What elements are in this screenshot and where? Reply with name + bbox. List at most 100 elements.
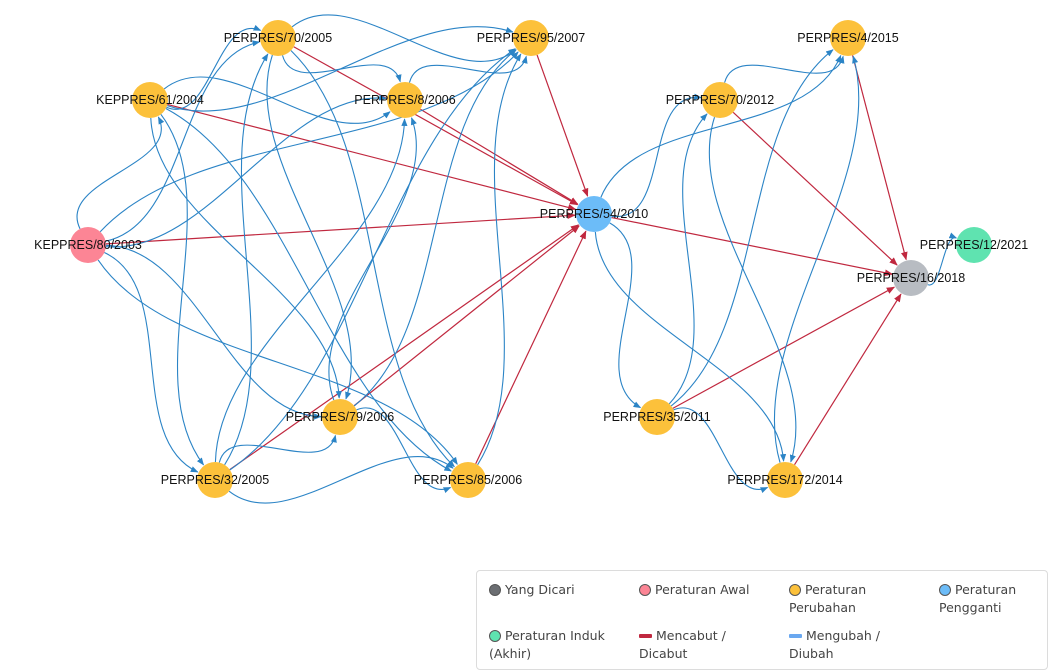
peraturan-awal-swatch	[639, 584, 651, 596]
legend-peraturan-awal-label: Peraturan Awal	[655, 582, 750, 597]
node-circle[interactable]	[450, 462, 486, 498]
peraturan-perubahan-swatch	[789, 584, 801, 596]
mengubah-edge-p79_2006-p85_2006	[356, 407, 452, 494]
node-k61_2004[interactable]: KEPPRES/61/2004	[96, 82, 204, 118]
peraturan-induk-swatch	[489, 630, 501, 642]
mencabut-edge-p172_2014-p16_2018	[794, 293, 902, 466]
node-label: PERPRES/35/2011	[603, 410, 711, 424]
node-circle[interactable]	[387, 82, 423, 118]
mengubah-edge-p70_2005-p8_2006	[281, 55, 402, 83]
mencabut-edge-p32_2005-p54_2010	[229, 224, 580, 471]
legend-peraturan-pengganti-text: Peraturan Pengganti	[939, 581, 1017, 617]
node-p35_2011[interactable]: PERPRES/35/2011	[603, 399, 711, 435]
legend-mencabut-text: Mencabut / Dicabut	[639, 627, 726, 663]
mengubah-edge-k61_2004-p70_2005	[166, 24, 262, 110]
mengubah-edge-k80_2003-k61_2004	[76, 116, 165, 230]
node-p16_2018[interactable]: PERPRES/16/2018	[857, 260, 965, 296]
mencabut-edge-p95_2007-p54_2010	[536, 54, 589, 197]
node-circle[interactable]	[830, 20, 866, 56]
mencabut-edge-p70_2012-p16_2018	[732, 111, 898, 266]
legend-peraturan-perubahan-line1: Peraturan	[805, 582, 867, 597]
node-p4_2015[interactable]: PERPRES/4/2015	[797, 20, 899, 56]
node-p79_2006[interactable]: PERPRES/79/2006	[286, 399, 394, 435]
mengubah-edge-k61_2004-p32_2005	[160, 114, 204, 466]
node-label: KEPPRES/61/2004	[96, 93, 204, 107]
mengubah-edge-p8_2006-p95_2007	[408, 55, 528, 83]
mengubah-edge-p70_2005-p95_2007	[291, 14, 517, 62]
legend-yang-dicari-label: Yang Dicari	[505, 582, 575, 597]
node-circle[interactable]	[702, 82, 738, 118]
mencabut-edge-p8_2006-p54_2010	[420, 108, 579, 205]
node-circle[interactable]	[70, 227, 106, 263]
node-label: PERPRES/70/2012	[666, 93, 774, 107]
node-circle[interactable]	[576, 196, 612, 232]
node-label: PERPRES/95/2007	[477, 31, 585, 45]
legend-mengubah-text: Mengubah / Diubah	[789, 627, 880, 663]
node-k80_2003[interactable]: KEPPRES/80/2003	[34, 227, 142, 263]
legend-mengubah-line1: Mengubah /	[806, 628, 880, 643]
legend-peraturan-perubahan: Peraturan Perubahan	[789, 581, 866, 617]
legend-peraturan-pengganti-line1: Peraturan	[955, 582, 1017, 597]
mengubah-edge-p79_2006-p8_2006	[328, 117, 417, 401]
node-circle[interactable]	[767, 462, 803, 498]
mencabut-edge-p4_2015-p16_2018	[851, 55, 908, 261]
node-circle[interactable]	[639, 399, 675, 435]
node-circle[interactable]	[197, 462, 233, 498]
peraturan-pengganti-swatch	[939, 584, 951, 596]
legend-mengubah: Mengubah / Diubah	[789, 627, 880, 663]
mengubah-edge-k80_2003-p79_2006	[105, 244, 322, 420]
regulation-graph[interactable]: KEPPRES/80/2003 KEPPRES/61/2004 PERPRES/70…	[0, 0, 1049, 560]
node-label: PERPRES/8/2006	[354, 93, 455, 107]
node-circle[interactable]	[322, 399, 358, 435]
node-label: PERPRES/70/2005	[224, 31, 332, 45]
legend-peraturan-perubahan-line2: Perubahan	[789, 600, 856, 615]
node-p95_2007[interactable]: PERPRES/95/2007	[477, 20, 585, 56]
node-p172_2014[interactable]: PERPRES/172/2014	[727, 462, 843, 498]
mengubah-edge-p70_2012-p172_2014	[708, 116, 797, 463]
node-p12_2021[interactable]: PERPRES/12/2021	[920, 227, 1028, 263]
node-p54_2010[interactable]: PERPRES/54/2010	[540, 196, 648, 232]
node-p70_2012[interactable]: PERPRES/70/2012	[666, 82, 774, 118]
legend-yang-dicari: Yang Dicari	[489, 581, 575, 599]
mengubah-edge-k80_2003-p8_2006	[105, 94, 387, 248]
node-label: PERPRES/4/2015	[797, 31, 898, 45]
node-p8_2006[interactable]: PERPRES/8/2006	[354, 82, 456, 118]
mencabut-edge-k61_2004-p54_2010	[167, 103, 577, 211]
node-p32_2005[interactable]: PERPRES/32/2005	[161, 462, 269, 498]
node-circle[interactable]	[513, 20, 549, 56]
legend-peraturan-awal: Peraturan Awal	[639, 581, 750, 599]
legend-peraturan-induk-line2: (Akhir)	[489, 646, 532, 661]
mengubah-edge-k61_2004-p85_2006	[165, 107, 452, 472]
node-label: KEPPRES/80/2003	[34, 238, 142, 252]
node-label: PERPRES/54/2010	[540, 207, 648, 221]
mengubah-edge-p79_2006-p95_2007	[353, 49, 517, 407]
mengubah-edge-p16_2018-p12_2021	[927, 232, 958, 286]
node-label: PERPRES/79/2006	[286, 410, 394, 424]
mengubah-edge-p32_2005-p85_2006	[228, 456, 454, 504]
legend-mencabut: Mencabut / Dicabut	[639, 627, 726, 663]
node-circle[interactable]	[260, 20, 296, 56]
legend-mencabut-line2: Dicabut	[639, 646, 688, 661]
nodes-layer: KEPPRES/80/2003 KEPPRES/61/2004 PERPRES/70…	[34, 20, 1028, 498]
node-circle[interactable]	[132, 82, 168, 118]
node-circle[interactable]	[893, 260, 929, 296]
node-label: PERPRES/12/2021	[920, 238, 1028, 252]
mengubah-edge-k80_2003-p32_2005	[104, 252, 199, 473]
mencabut-edge-p54_2010-p16_2018	[611, 216, 894, 277]
node-label: PERPRES/172/2014	[727, 473, 842, 487]
mengubah-edge-k80_2003-p85_2006	[97, 259, 458, 465]
mengubah-edge-p54_2010-p4_2015	[600, 54, 842, 198]
mengubah-edge-k61_2004-p8_2006	[163, 76, 391, 124]
node-p70_2005[interactable]: PERPRES/70/2005	[224, 20, 332, 56]
node-circle[interactable]	[956, 227, 992, 263]
mengubah-edge-p70_2005-p79_2006	[266, 54, 352, 400]
node-label: PERPRES/16/2018	[857, 271, 965, 285]
mencabut-edge-p70_2005-p54_2010	[293, 46, 579, 206]
legend-peraturan-induk: Peraturan Induk (Akhir)	[489, 627, 605, 663]
edges-layer	[76, 14, 958, 504]
mengubah-edge-p35_2011-p172_2014	[673, 407, 769, 494]
node-p85_2006[interactable]: PERPRES/85/2006	[414, 462, 522, 498]
legend-peraturan-pengganti: Peraturan Pengganti	[939, 581, 1016, 617]
mengubah-edge-p54_2010-p35_2011	[609, 222, 642, 409]
mencabut-edge-p35_2011-p16_2018	[672, 286, 896, 409]
